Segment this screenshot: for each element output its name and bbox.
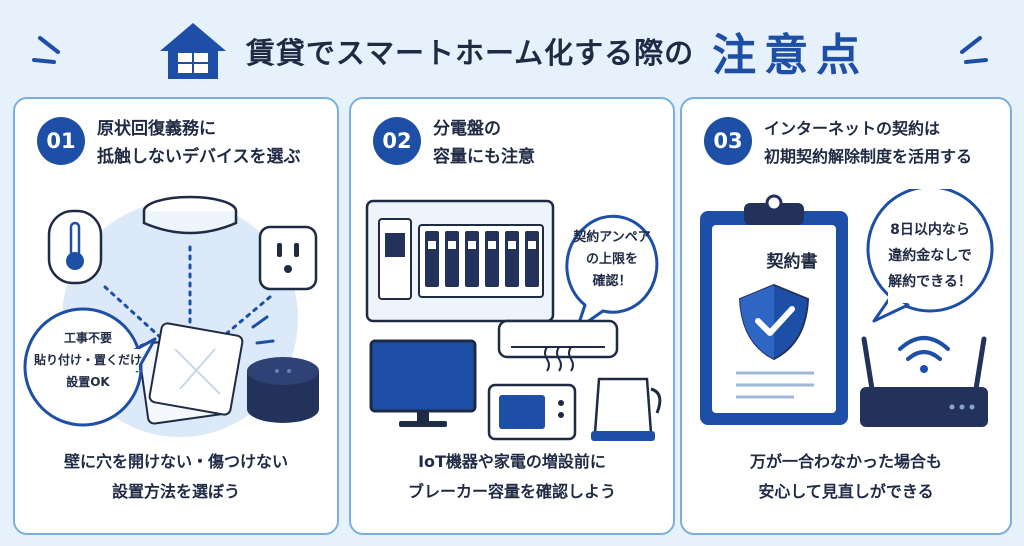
panel-breaker-capacity: 02 分電盤の 容量にも注意 — [349, 97, 675, 535]
breaker-panel-icon — [365, 199, 555, 323]
kettle-icon — [591, 377, 662, 441]
microwave-icon — [487, 383, 577, 441]
speech-bubble-text: 契約アンペア の上限を 確認！ — [573, 230, 651, 289]
panel-description: IoT機器や家電の増設前に ブレーカー容量を確認しよう — [407, 452, 616, 501]
tv-icon — [369, 339, 477, 427]
page-title-accent: 注意点 — [712, 30, 869, 81]
smart-plug-icon — [258, 225, 318, 291]
panel-title: インターネットの契約は 初期契約解除制度を活用する — [764, 119, 973, 166]
speech-bubble-text: 8日以内なら 違約金なしで 解約できる！ — [888, 222, 972, 290]
speech-bubble-text: 工事不要 貼り付け・置くだけ 設置OK — [33, 331, 142, 389]
panel-title: 分電盤の 容量にも注意 — [433, 119, 535, 167]
document-label: 契約書 — [766, 252, 818, 272]
panel-description: 万が一合わなかった場合も 安心して見直しができる — [749, 452, 942, 501]
panel-description: 壁に穴を開けない・傷つけない 設置方法を選ぼう — [63, 452, 288, 501]
decoration-rays-right-icon — [960, 36, 988, 64]
panel-number-badge: 01 — [37, 117, 85, 165]
panel-title: 原状回復義務に 抵触しないデバイスを選ぶ — [97, 119, 301, 167]
thermometer-sensor-icon — [47, 209, 103, 285]
house-icon — [159, 23, 226, 79]
wifi-router-icon — [860, 336, 988, 427]
panel-number-badge: 03 — [704, 117, 752, 165]
panel-illustration — [23, 195, 319, 437]
panel-illustration — [365, 199, 662, 441]
decoration-rays-left-icon — [32, 36, 60, 64]
shield-check-icon — [738, 283, 810, 361]
adhesive-pad-icon — [137, 322, 244, 425]
panel-number-badge: 02 — [373, 117, 421, 165]
page-title: 賃貸でスマートホーム化する際の — [245, 36, 695, 70]
panel-internet-contract: 03 インターネットの契約は 初期契約解除制度を活用する — [680, 97, 1012, 535]
header: 賃貸でスマートホーム化する際の 注意点 — [0, 0, 1024, 95]
smart-speaker-icon — [247, 357, 319, 423]
ceiling-light-icon — [142, 195, 238, 235]
panel-illustration — [700, 189, 994, 427]
panel-device-selection: 01 原状回復義務に 抵触しないデバイスを選ぶ — [13, 97, 339, 535]
